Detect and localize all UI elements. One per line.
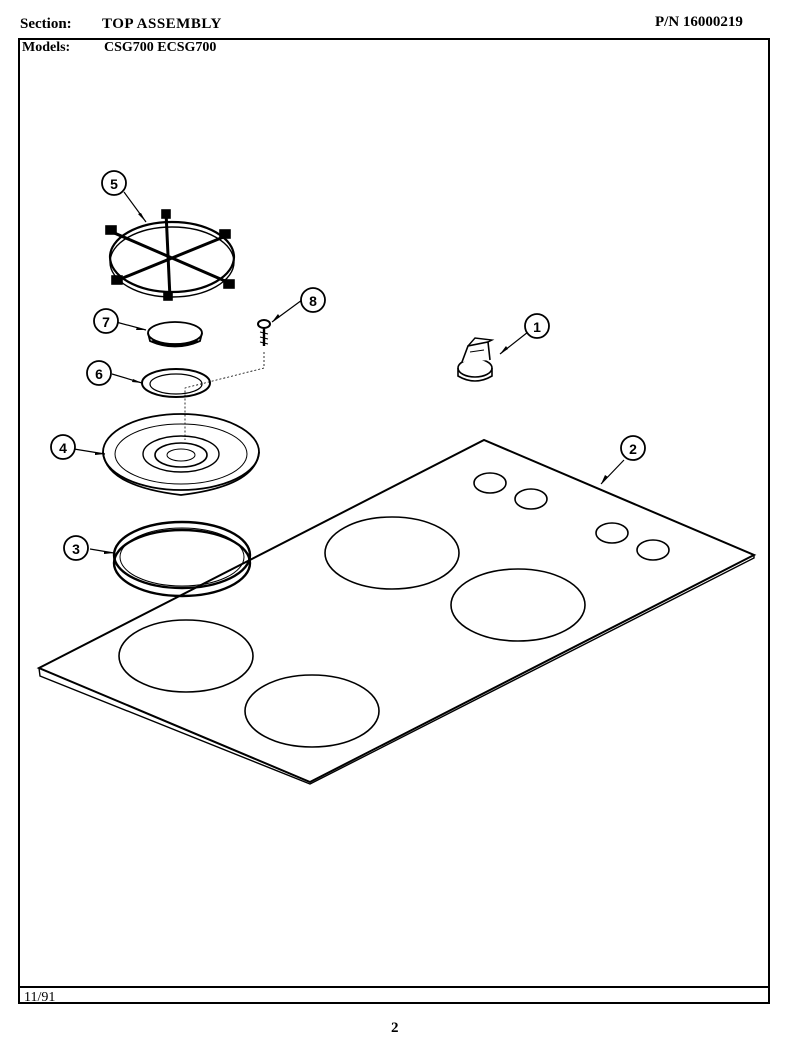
- burner-opening: [118, 619, 254, 693]
- callout-5-label: 5: [110, 176, 118, 192]
- knob-hole: [636, 539, 670, 561]
- knob-hole: [473, 472, 507, 494]
- models-label: Models:: [22, 40, 71, 55]
- revision-date: 11/91: [24, 990, 56, 1005]
- cooktop-panel: [36, 438, 757, 785]
- models-list: CSG700 ECSG700: [104, 40, 217, 55]
- callout-1-circle: [524, 313, 550, 339]
- callout-8-label: 8: [309, 293, 317, 309]
- callout-2-circle: [620, 435, 646, 461]
- callout-5-circle: [101, 170, 127, 196]
- callout-6-label: 6: [95, 366, 103, 382]
- trim-ring: [112, 520, 252, 598]
- callout-4-circle: [50, 434, 76, 460]
- screw: [184, 319, 271, 440]
- callout-1-label: 1: [533, 319, 541, 335]
- callout-3-circle: [63, 535, 89, 561]
- drawing-frame: [18, 38, 770, 1004]
- leader-arrowheads: [95, 213, 608, 554]
- part-number: P/N 16000219: [655, 14, 743, 30]
- burner-opening: [450, 568, 586, 642]
- page-number: 2: [391, 1020, 399, 1036]
- footer-divider: [18, 986, 770, 988]
- section-title: TOP ASSEMBLY: [102, 16, 222, 32]
- control-knob: [457, 337, 495, 382]
- callout-2-label: 2: [629, 441, 637, 457]
- callout-7-circle: [93, 308, 119, 334]
- callout-4-label: 4: [59, 440, 67, 456]
- knob-hole: [514, 488, 548, 510]
- drip-bowl: [102, 413, 260, 496]
- burner-cap: [147, 321, 203, 348]
- callout-7-label: 7: [102, 314, 110, 330]
- burner-opening: [244, 674, 380, 748]
- burner-grate: [105, 209, 236, 301]
- callout-8-circle: [300, 287, 326, 313]
- callout-3-label: 3: [72, 541, 80, 557]
- burner-opening: [324, 516, 460, 590]
- knob-hole: [595, 522, 629, 544]
- callout-6-circle: [86, 360, 112, 386]
- section-label: Section:: [20, 16, 72, 32]
- burner-ring: [141, 368, 211, 398]
